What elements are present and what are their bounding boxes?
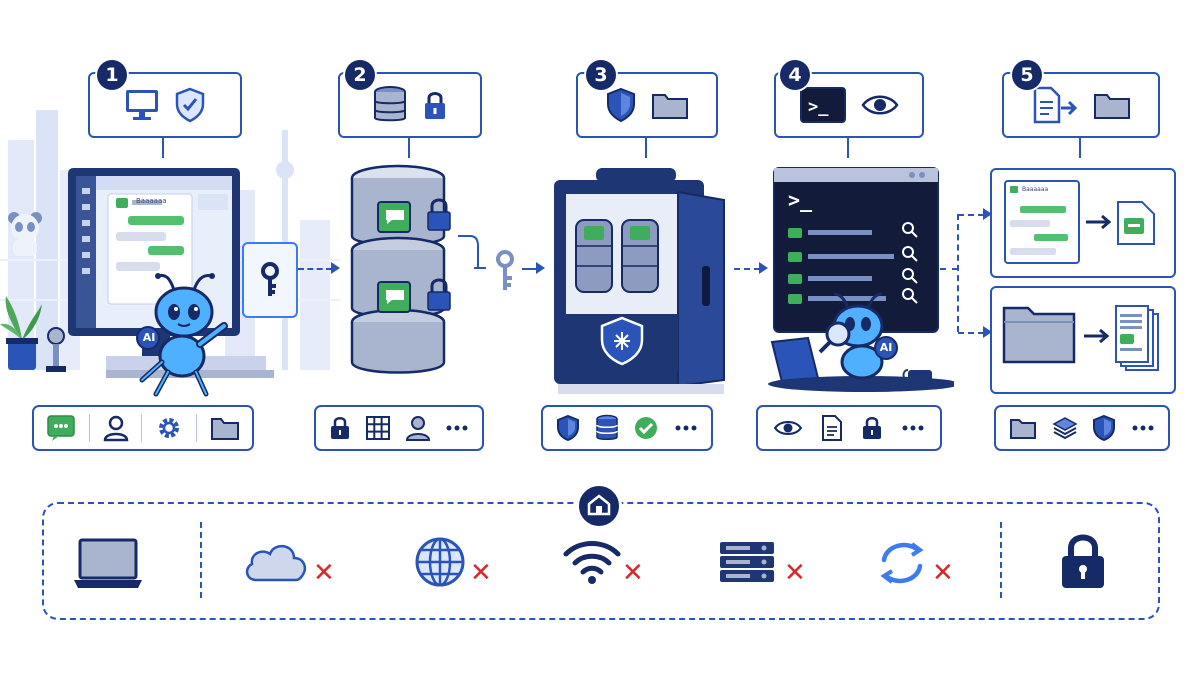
server-icon	[720, 542, 774, 582]
arrow-icon	[1086, 214, 1112, 230]
chat-icon	[47, 415, 76, 441]
webcam-icon	[46, 327, 66, 372]
folder-icon	[1094, 94, 1130, 119]
blocked-x-icon: ✕	[313, 558, 335, 588]
database-icon	[596, 414, 618, 440]
gear-icon	[159, 418, 180, 438]
folder-icon	[1002, 306, 1076, 364]
flow-connector	[458, 235, 486, 269]
toolbar-step3	[541, 405, 713, 451]
step-number-badge: 5	[1012, 60, 1042, 90]
ant-robot-analyst	[768, 292, 954, 392]
document-arrow-icon	[1033, 86, 1078, 124]
arrow-icon	[1084, 328, 1110, 344]
terminal-window	[773, 167, 939, 333]
database-stack	[350, 164, 451, 374]
key-card	[242, 242, 298, 318]
ai-badge: AI	[879, 341, 893, 354]
step-number-badge: 1	[97, 60, 127, 90]
document-icon	[822, 415, 842, 441]
step1-header	[88, 72, 242, 138]
step-number-badge: 3	[586, 60, 616, 90]
monitor-icon	[126, 90, 158, 120]
key-icon	[261, 262, 279, 296]
mini-app-title: Baaaaaa	[136, 197, 167, 205]
terminal-prompt: >_	[788, 188, 813, 212]
eye-icon	[773, 421, 803, 435]
shield-icon	[1093, 414, 1116, 442]
eye-icon	[861, 95, 899, 115]
more-icon	[675, 425, 697, 431]
grid-icon	[366, 416, 390, 440]
shield-icon	[607, 87, 635, 123]
cloud-icon	[245, 545, 306, 582]
laptop-icon	[74, 538, 142, 588]
step-number-badge: 4	[780, 60, 810, 90]
folder-icon	[652, 94, 688, 119]
blocked-x-icon: ✕	[470, 558, 492, 588]
step-number-badge: 2	[345, 60, 375, 90]
shield-check-icon	[175, 87, 205, 123]
padlock-icon	[331, 417, 349, 439]
more-icon	[446, 425, 468, 431]
blocked-x-icon: ✕	[784, 558, 806, 588]
globe-icon	[415, 537, 465, 587]
more-icon	[902, 425, 924, 431]
svg-text:>_: >_	[808, 97, 829, 117]
padlock-icon	[425, 92, 445, 119]
shield-icon	[557, 414, 580, 442]
home-badge	[576, 483, 622, 529]
toolbar-step1	[32, 405, 254, 451]
folder-icon	[1010, 419, 1037, 439]
blocked-x-icon: ✕	[622, 558, 644, 588]
user-icon	[405, 416, 431, 441]
panda-figure	[8, 212, 42, 256]
toolbar-step5	[994, 405, 1170, 451]
wifi-icon	[563, 541, 621, 584]
check-icon	[635, 417, 658, 439]
key-icon	[496, 250, 514, 290]
vault-safe	[554, 168, 725, 394]
home-icon	[587, 494, 611, 516]
ai-badge: AI	[142, 331, 156, 344]
toolbar-step2	[314, 405, 484, 451]
plant-icon	[0, 296, 42, 370]
padlock-icon	[1062, 534, 1104, 588]
user-icon	[103, 415, 129, 442]
blocked-x-icon: ✕	[932, 558, 954, 588]
database-icon	[374, 86, 406, 122]
layers-icon	[1052, 417, 1078, 440]
mini-chat-window	[1004, 180, 1080, 264]
mini-app-title: Baaaaaa	[1022, 186, 1049, 193]
more-icon	[1132, 425, 1154, 431]
terminal-icon: >_	[800, 87, 846, 123]
folder-icon	[210, 418, 239, 440]
ant-robot-mascot	[136, 273, 228, 397]
document-stack-icon	[1115, 305, 1159, 371]
toolbar-step4	[756, 405, 942, 451]
sync-icon	[880, 542, 924, 584]
padlock-icon	[863, 417, 881, 439]
chat-document-icon	[1117, 201, 1155, 245]
